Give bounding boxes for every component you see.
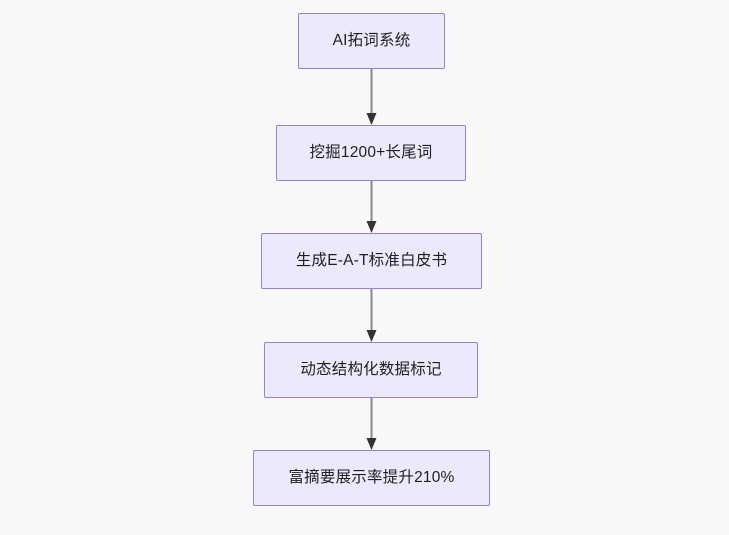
edge-node1-to-node2 (366, 69, 377, 125)
flow-node-label: 动态结构化数据标记 (300, 361, 442, 379)
edge-node2-to-node3 (366, 181, 377, 233)
flow-node-generate-eat-whitepaper[interactable]: 生成E-A-T标准白皮书 (261, 233, 482, 289)
edge-node3-to-node4 (366, 289, 377, 342)
flow-node-ai-keyword-system[interactable]: AI拓词系统 (298, 13, 445, 69)
edge-node4-to-node5 (366, 398, 377, 450)
flow-node-label: 富摘要展示率提升210% (288, 469, 455, 487)
flow-node-label: 挖掘1200+长尾词 (309, 144, 433, 162)
flow-node-dynamic-structured-data-markup[interactable]: 动态结构化数据标记 (264, 342, 478, 398)
flow-node-rich-snippet-rate-increase[interactable]: 富摘要展示率提升210% (253, 450, 490, 506)
flow-node-mine-longtail-keywords[interactable]: 挖掘1200+长尾词 (276, 125, 466, 181)
flow-node-label: 生成E-A-T标准白皮书 (295, 252, 448, 270)
flow-node-label: AI拓词系统 (332, 32, 411, 50)
